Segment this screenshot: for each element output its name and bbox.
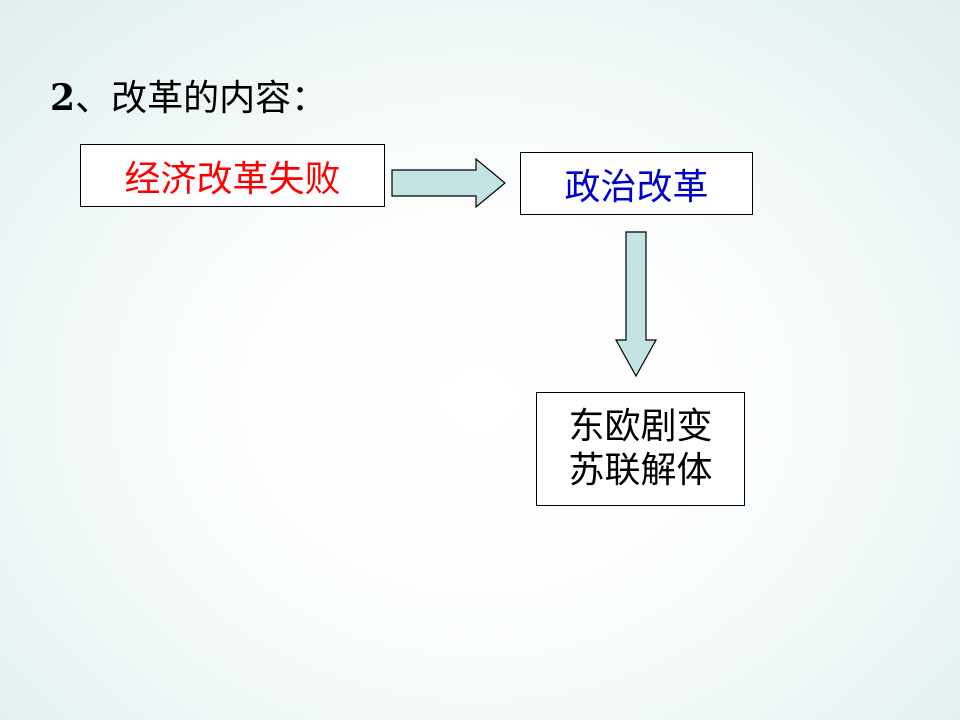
political-reform-label: 政治改革	[564, 166, 709, 208]
down-arrow-icon	[614, 231, 658, 378]
slide-heading: 2、改革的内容：	[50, 72, 327, 125]
result-label-line1: 东欧剧变	[568, 406, 713, 447]
right-arrow-icon	[391, 157, 506, 209]
heading-number: 2	[50, 77, 76, 119]
result-label-line2: 苏联解体	[568, 450, 713, 491]
economic-reform-failure-label: 经济改革失败	[124, 158, 341, 200]
result-box: 东欧剧变 苏联解体	[536, 392, 745, 506]
heading-text: 、改革的内容：	[75, 78, 328, 119]
political-reform-box: 政治改革	[520, 152, 753, 215]
economic-reform-failure-box: 经济改革失败	[80, 144, 385, 207]
